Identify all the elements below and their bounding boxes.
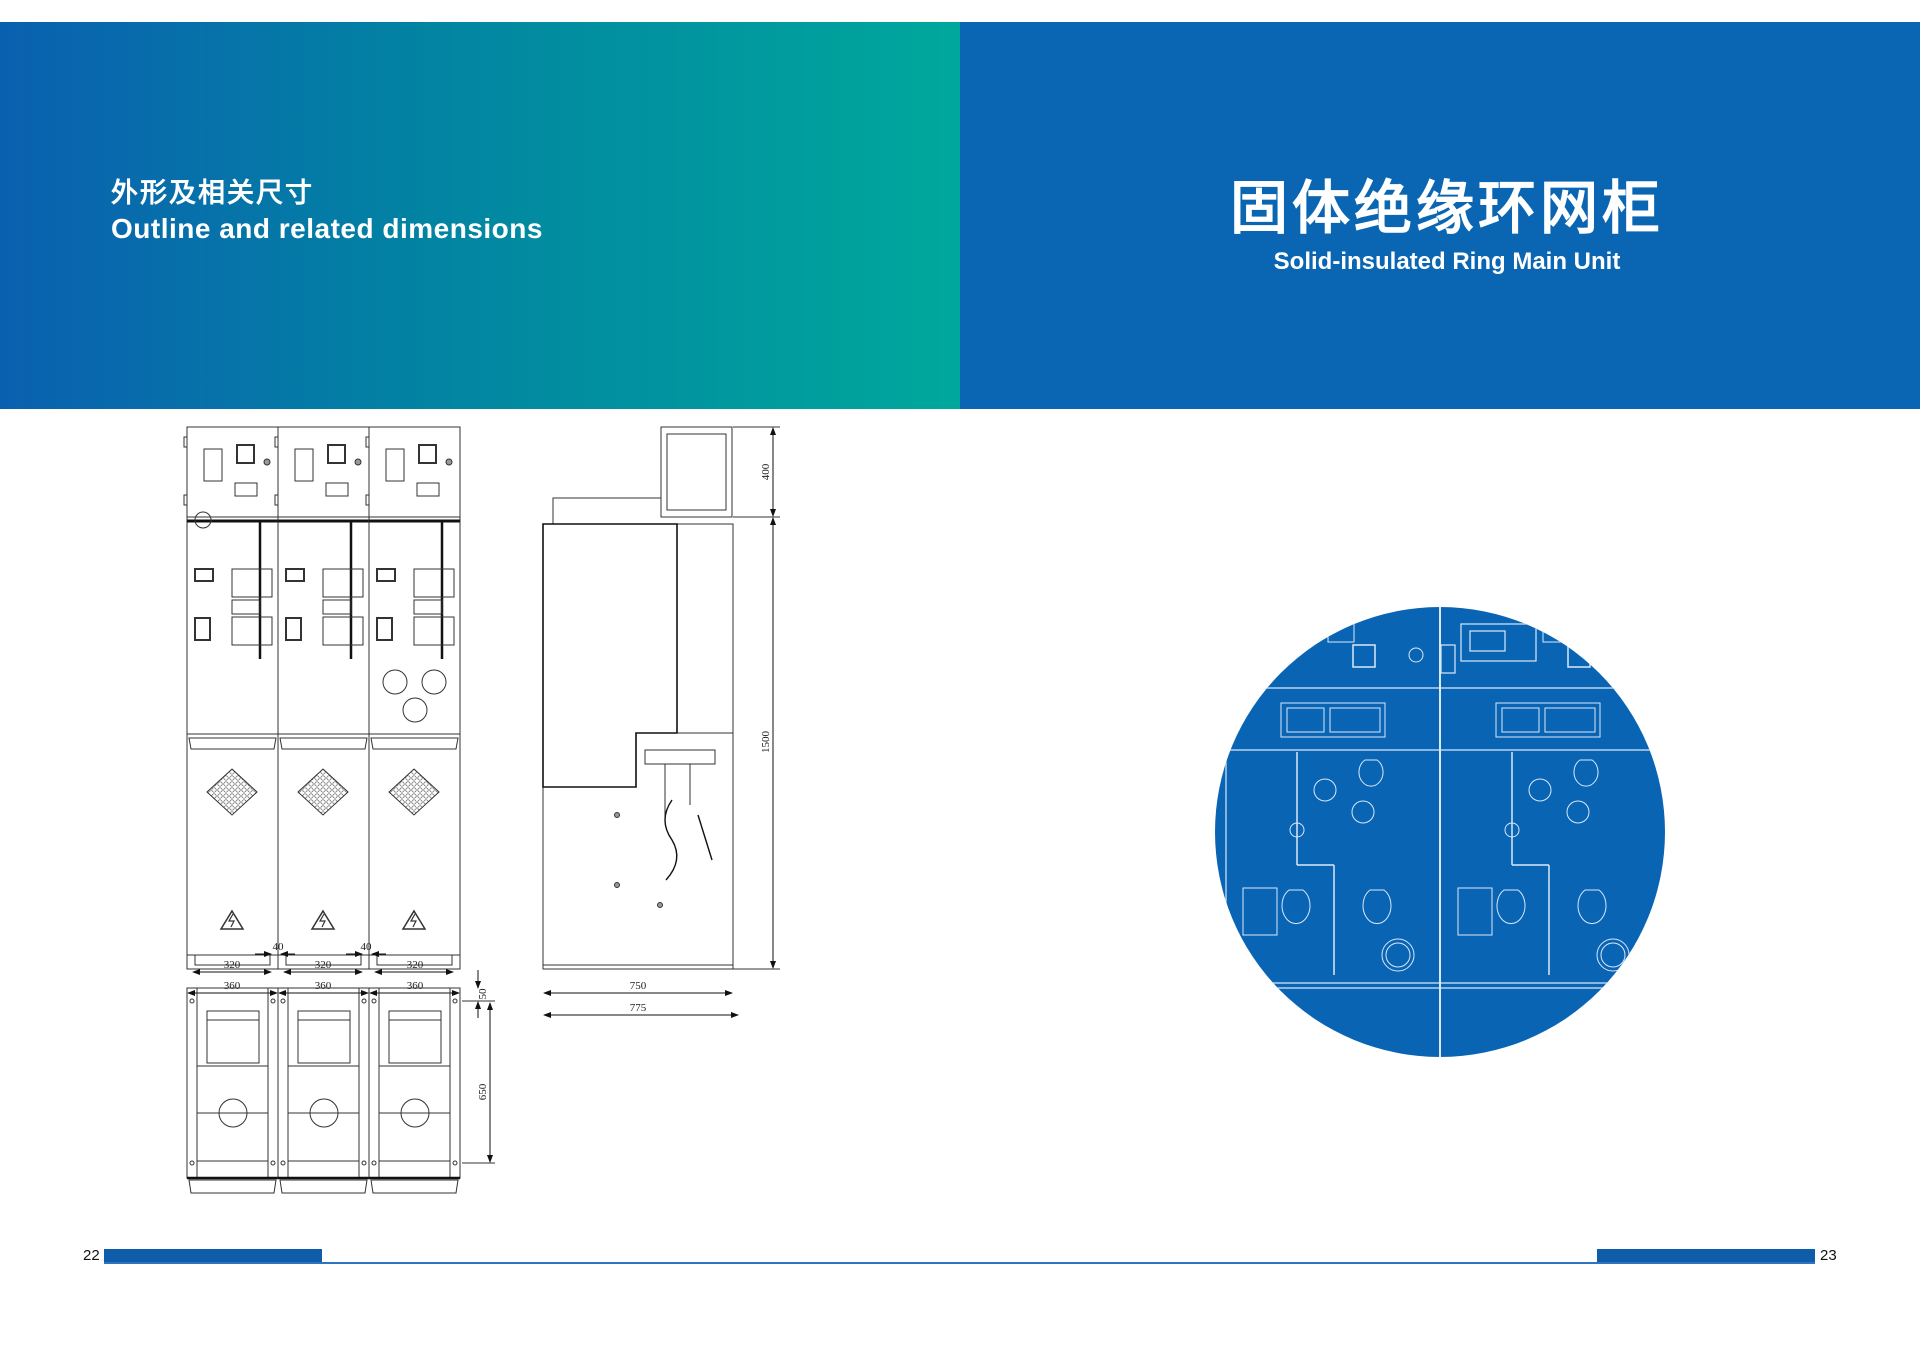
- base-dim-label: 650: [477, 1083, 489, 1100]
- footer-bar-right: [1597, 1249, 1815, 1262]
- product-title-en: Solid-insulated Ring Main Unit: [1273, 248, 1621, 275]
- base-dim-label: 50: [477, 988, 489, 1000]
- section-title: 外形及相关尺寸 Outline and related dimensions: [111, 178, 543, 245]
- front-panel-2: [273, 425, 371, 971]
- side-view-drawing: [542, 426, 780, 1018]
- base-frame-3: [367, 986, 462, 1195]
- front-panel-1: [182, 425, 280, 971]
- base-frame-2: [276, 986, 371, 1195]
- base-gap-label: 40: [361, 941, 373, 953]
- base-dim-label: 320: [224, 959, 241, 971]
- side-dim-label: 400: [760, 463, 772, 480]
- side-dim-label: 775: [630, 1002, 647, 1014]
- side-dim-label: 1500: [760, 731, 772, 754]
- footer-rule: [104, 1262, 1815, 1264]
- side-dim-label: 750: [630, 980, 647, 992]
- product-title: 固体绝缘环网柜 Solid-insulated Ring Main Unit: [1230, 176, 1664, 276]
- fuse-holders: [382, 669, 447, 723]
- base-dim-label: 320: [315, 959, 332, 971]
- section-title-en: Outline and related dimensions: [111, 213, 543, 244]
- base-gap-label: 40: [273, 941, 285, 953]
- panel-closeup-image: [1215, 607, 1665, 1057]
- base-dim-label: 320: [407, 959, 424, 971]
- footer-bar-left: [104, 1249, 322, 1262]
- page-number-left: 22: [83, 1247, 100, 1264]
- product-title-cn: 固体绝缘环网柜: [1230, 176, 1665, 241]
- front-dim-label: 360: [407, 980, 424, 992]
- front-dim-label: 360: [315, 980, 332, 992]
- section-title-cn: 外形及相关尺寸: [111, 178, 314, 208]
- header-left-banner: [0, 22, 960, 409]
- base-view-drawing: 320 320 320 40 40 50 650: [185, 941, 495, 1195]
- base-frame-1: [185, 986, 280, 1195]
- front-view-drawing: 360 360 360: [182, 425, 462, 996]
- front-dim-label: 360: [224, 980, 241, 992]
- header-right-banner: [960, 22, 1920, 409]
- page-number-right: 23: [1820, 1247, 1837, 1264]
- pressure-gauge-icon: [194, 511, 212, 529]
